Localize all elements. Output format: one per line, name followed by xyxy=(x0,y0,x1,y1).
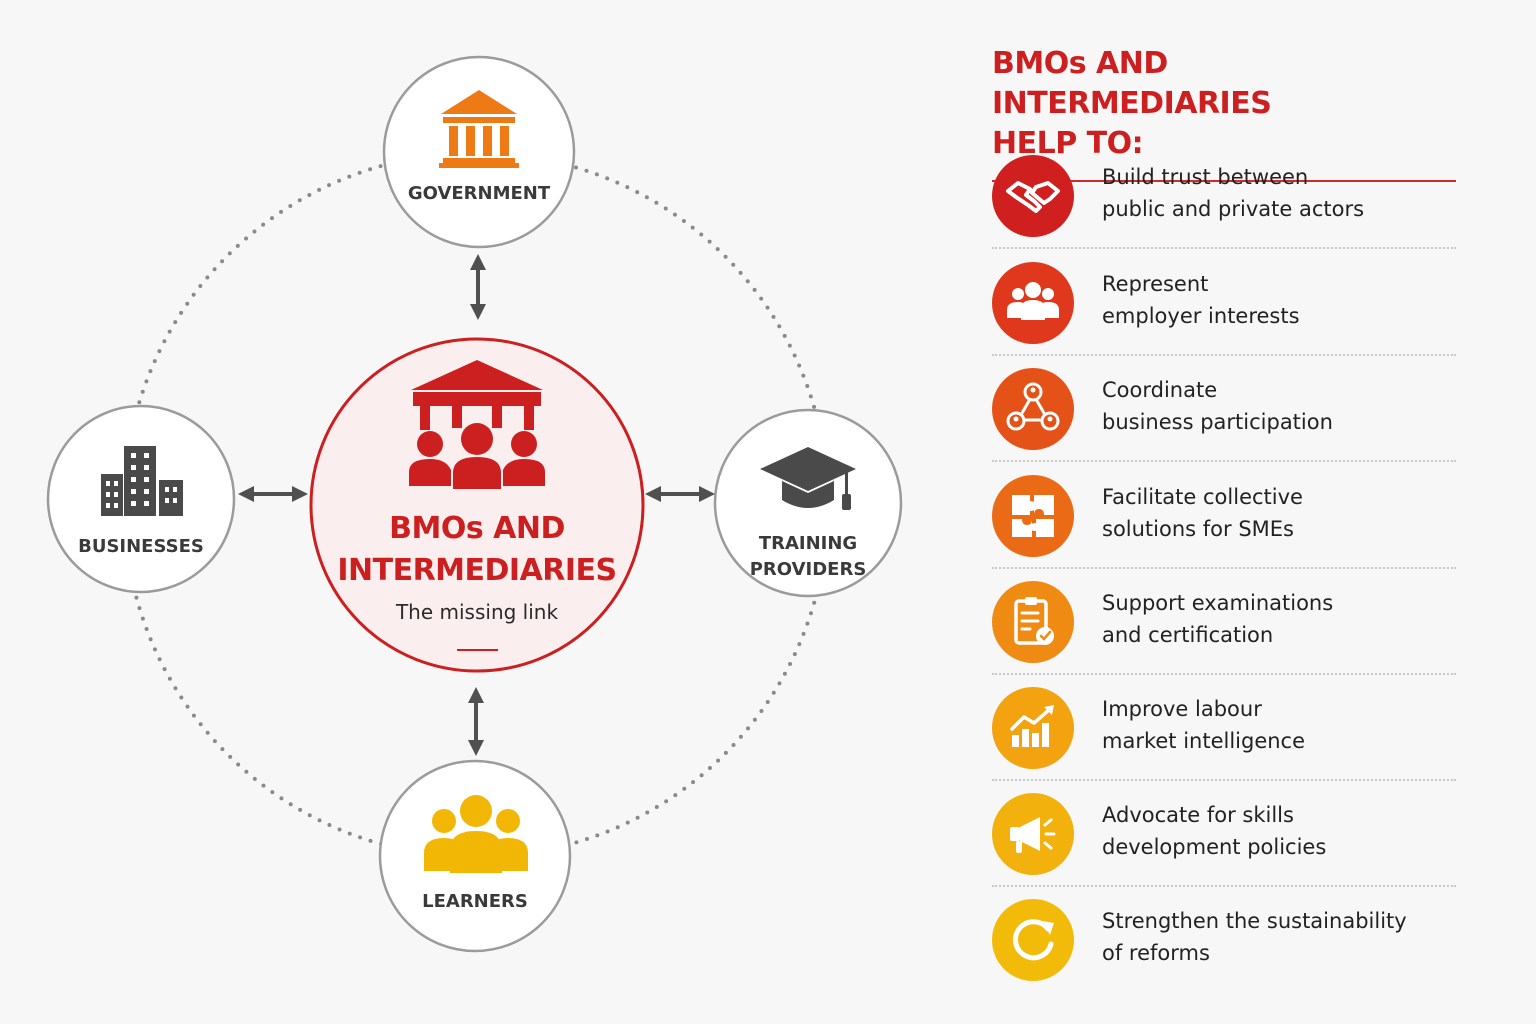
benefit-text: Advocate for skills development policies xyxy=(1102,799,1452,863)
benefit-icon-circle xyxy=(992,899,1074,981)
separator xyxy=(992,779,1456,781)
benefit-text: Build trust between public and private a… xyxy=(1102,161,1452,225)
benefit-icon-circle xyxy=(992,687,1074,769)
panel-title-line2: HELP TO: xyxy=(992,126,1144,161)
benefit-line2: of reforms xyxy=(1102,941,1210,965)
refresh-icon xyxy=(992,899,1074,981)
benefit-item: Support examinations and certification xyxy=(992,569,1456,675)
panel-title-line1: BMOs AND INTERMEDIARIES xyxy=(992,46,1272,121)
graduation-cap-icon xyxy=(760,447,856,510)
benefit-text: Strengthen the sustainability of reforms xyxy=(1102,905,1452,969)
clipboard-check-icon xyxy=(992,581,1074,663)
benefit-icon-circle xyxy=(992,368,1074,450)
benefit-item: Coordinate business participation xyxy=(992,356,1456,462)
benefit-line2: employer interests xyxy=(1102,304,1300,328)
benefit-line2: development policies xyxy=(1102,835,1327,859)
government-building-icon xyxy=(439,90,519,168)
learners-label: LEARNERS xyxy=(422,891,528,912)
benefit-text: Represent employer interests xyxy=(1102,268,1452,332)
benefit-item: Strengthen the sustainability of reforms xyxy=(992,887,1456,993)
government-label: GOVERNMENT xyxy=(407,183,551,204)
benefit-line1: Represent xyxy=(1102,272,1209,296)
training-label-line2: PROVIDERS xyxy=(749,559,867,580)
benefit-line2: solutions for SMEs xyxy=(1102,517,1294,541)
benefit-icon-circle xyxy=(992,475,1074,557)
separator xyxy=(992,567,1456,569)
benefit-line1: Build trust between xyxy=(1102,165,1309,189)
panel-title: BMOs AND INTERMEDIARIES HELP TO: xyxy=(992,44,1456,182)
group-icon xyxy=(992,262,1074,344)
separator xyxy=(992,673,1456,675)
separator xyxy=(992,885,1456,887)
center-node xyxy=(309,337,645,673)
benefit-item: Build trust between public and private a… xyxy=(992,143,1456,249)
benefit-line2: public and private actors xyxy=(1102,197,1365,221)
benefit-item: Improve labour market intelligence xyxy=(992,675,1456,781)
benefit-line1: Improve labour xyxy=(1102,697,1262,721)
center-title-line2: INTERMEDIARIES xyxy=(337,553,617,588)
benefit-line2: and certification xyxy=(1102,623,1274,647)
institution-people-icon xyxy=(409,360,545,489)
benefit-text: Coordinate business participation xyxy=(1102,374,1452,438)
handshake-icon xyxy=(992,155,1074,237)
benefit-line1: Strengthen the sustainability xyxy=(1102,909,1407,933)
training-label: TRAINING PROVIDERS xyxy=(750,531,867,583)
benefit-icon-circle xyxy=(992,581,1074,663)
benefit-line1: Coordinate xyxy=(1102,378,1218,402)
separator xyxy=(992,247,1456,249)
benefit-item: Facilitate collective solutions for SMEs xyxy=(992,463,1456,569)
benefit-icon-circle xyxy=(992,262,1074,344)
benefit-line2: market intelligence xyxy=(1102,729,1306,753)
benefit-text: Facilitate collective solutions for SMEs xyxy=(1102,481,1452,545)
benefits-panel: BMOs AND INTERMEDIARIES HELP TO: Build t… xyxy=(992,44,1456,981)
benefit-line1: Facilitate collective xyxy=(1102,485,1303,509)
benefit-icon-circle xyxy=(992,155,1074,237)
chart-growth-icon xyxy=(992,687,1074,769)
people-group-icon xyxy=(424,795,528,873)
ecosystem-diagram xyxy=(46,55,903,953)
benefit-line1: Advocate for skills xyxy=(1102,803,1294,827)
center-subtitle: The missing link xyxy=(395,600,559,624)
benefit-item: Represent employer interests xyxy=(992,250,1456,356)
benefit-text: Support examinations and certification xyxy=(1102,587,1452,651)
benefit-line1: Support examinations xyxy=(1102,591,1334,615)
separator xyxy=(992,354,1456,356)
megaphone-icon xyxy=(992,793,1074,875)
network-people-icon xyxy=(992,368,1074,450)
benefit-text: Improve labour market intelligence xyxy=(1102,693,1452,757)
office-buildings-icon xyxy=(101,446,183,516)
puzzle-icon xyxy=(992,475,1074,557)
benefit-icon-circle xyxy=(992,793,1074,875)
center-title: BMOs AND INTERMEDIARIES xyxy=(337,508,617,592)
benefit-line2: business participation xyxy=(1102,410,1333,434)
training-label-line1: TRAINING xyxy=(758,533,858,554)
center-title-line1: BMOs AND xyxy=(389,511,565,546)
benefit-item: Advocate for skills development policies xyxy=(992,781,1456,887)
businesses-label: BUSINESSES xyxy=(78,536,204,557)
separator xyxy=(992,460,1456,462)
government-node xyxy=(382,55,576,249)
